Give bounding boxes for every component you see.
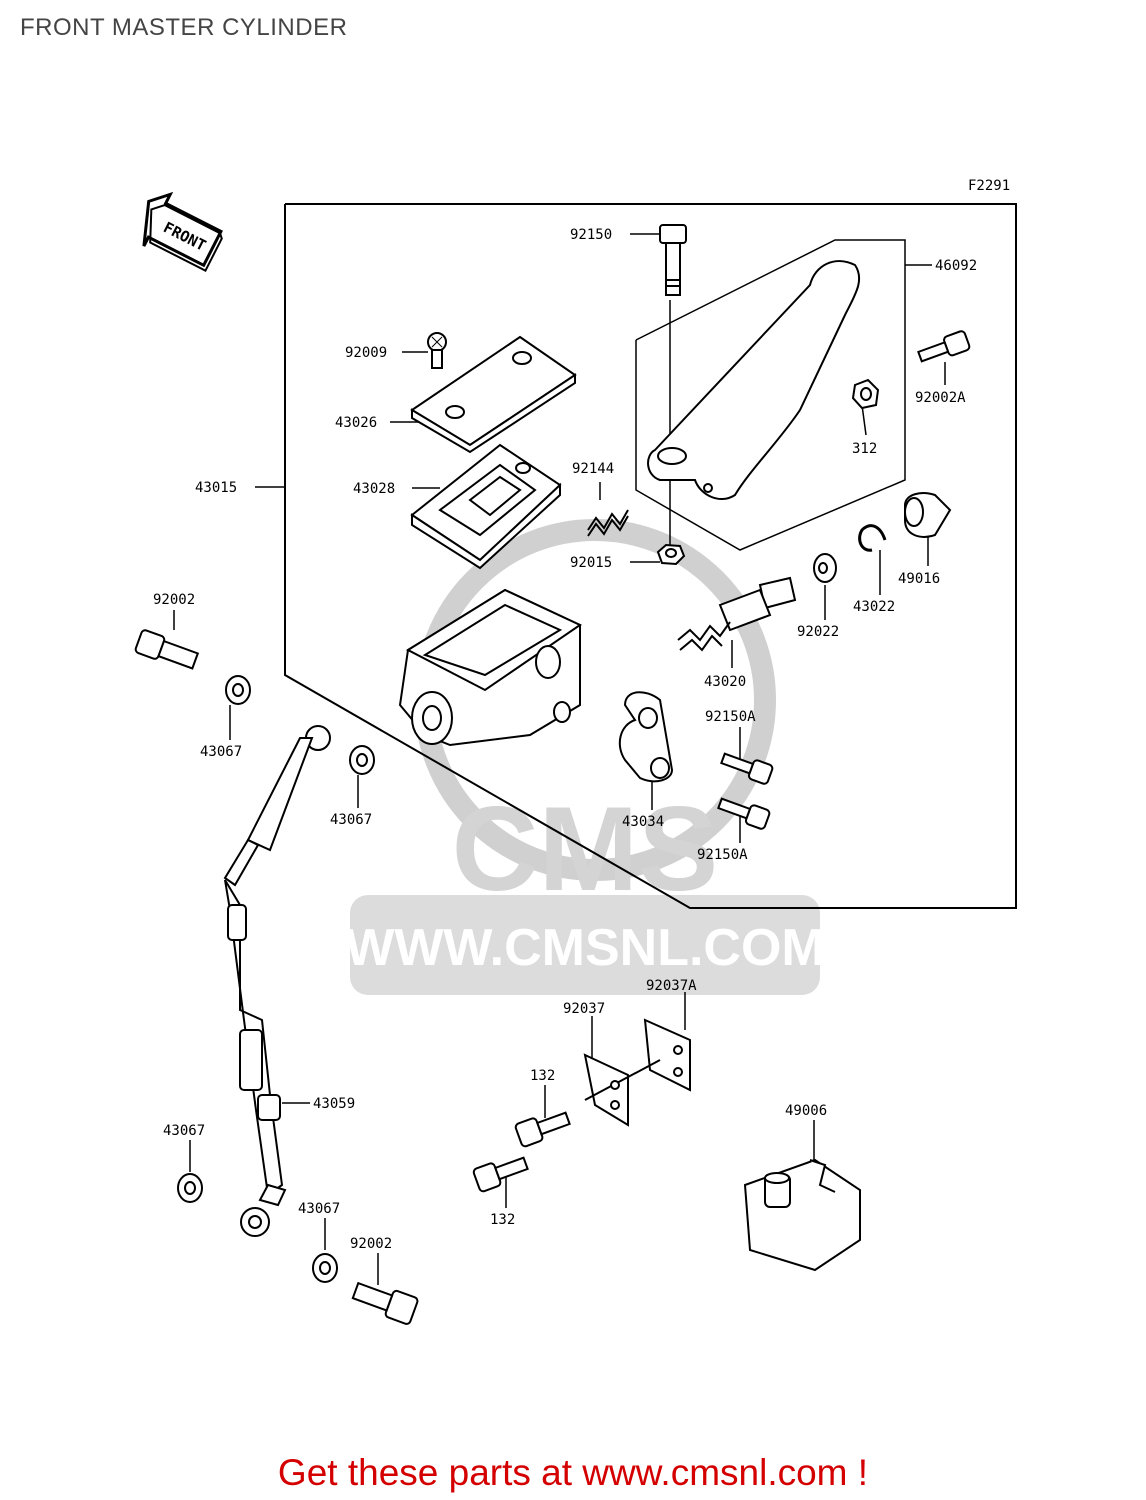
- cable-bracket-icon: [583, 1018, 691, 1127]
- banjo-bolt-upper-icon: [134, 629, 200, 670]
- part-label: 92022: [797, 624, 839, 640]
- lever-bolt-icon: [917, 330, 971, 363]
- part-label: 92150A: [705, 709, 756, 725]
- boot-icon: [904, 492, 952, 538]
- front-arrow-icon: FRONT: [142, 191, 223, 273]
- part-label: 49016: [898, 571, 940, 587]
- part-label: 92150A: [697, 847, 748, 863]
- piston-kit-icon: [677, 576, 797, 652]
- clamp-bolt-lower-icon: [717, 797, 771, 830]
- pivot-nut-icon: [656, 543, 686, 566]
- part-label: 43022: [853, 599, 895, 615]
- pivot-bolt-icon: [659, 224, 687, 296]
- part-label: 132: [530, 1068, 555, 1084]
- brake-lever-icon: [647, 260, 861, 500]
- banjo-bolt-lower-icon: [351, 1281, 419, 1325]
- part-label: 43059: [313, 1096, 355, 1112]
- reservoir-cap-icon: [410, 335, 577, 454]
- part-label: 43067: [298, 1201, 340, 1217]
- part-label: 92037: [563, 1001, 605, 1017]
- part-label: 43028: [353, 481, 395, 497]
- diaphragm-icon: [410, 443, 562, 570]
- part-label: 132: [490, 1212, 515, 1228]
- handlebar-clamp-icon: [618, 691, 674, 783]
- bracket-bolt-lower-icon: [472, 1156, 529, 1193]
- lever-boundary: [635, 239, 906, 551]
- sealing-washer-icon-1: [225, 675, 251, 705]
- part-label: 92002: [153, 592, 195, 608]
- part-label: 43034: [622, 814, 664, 830]
- part-label: 43015: [195, 480, 237, 496]
- part-labels: 92150 46092 92009 92002A 43026 312 43015…: [153, 227, 977, 1252]
- part-label: 43067: [330, 812, 372, 828]
- part-label: 92002: [350, 1236, 392, 1252]
- master-cylinder-body-icon: [398, 588, 583, 747]
- sealing-washer-icon-2: [349, 745, 375, 775]
- spring-icon: [587, 509, 629, 537]
- bracket-bolt-upper-icon: [514, 1111, 571, 1148]
- part-label: 43026: [335, 415, 377, 431]
- lever-nut-icon: [851, 378, 880, 410]
- figure-code: F2291: [968, 178, 1010, 194]
- part-label: 46092: [935, 258, 977, 274]
- part-label: 92002A: [915, 390, 966, 406]
- part-label: 92144: [572, 461, 614, 477]
- part-label: 92015: [570, 555, 612, 571]
- part-label: 92009: [345, 345, 387, 361]
- part-label: 92150: [570, 227, 612, 243]
- part-label: 43020: [704, 674, 746, 690]
- part-label: 43067: [163, 1123, 205, 1139]
- part-label: 43067: [200, 744, 242, 760]
- brake-hose-icon: [223, 725, 331, 1237]
- washer-icon: [813, 553, 837, 583]
- page-title: FRONT MASTER CYLINDER: [20, 14, 348, 41]
- part-label: 49006: [785, 1103, 827, 1119]
- brake-light-switch-icon: [743, 1158, 861, 1272]
- cap-screw-icon: [427, 332, 447, 369]
- watermark-logo-text: CMS: [452, 782, 719, 916]
- assembly-boundary: [284, 203, 1017, 909]
- watermark-url-text: WWW.CMSNL.COM: [345, 919, 824, 977]
- leader-lines: [173, 233, 946, 1285]
- circlip-icon: [858, 524, 887, 552]
- parts-diagram: CMS WWW.CMSNL.COM F2291 FRONT: [134, 178, 1017, 1325]
- part-label: 312: [852, 441, 877, 457]
- footer-link[interactable]: Get these parts at www.cmsnl.com !: [277, 1452, 869, 1493]
- part-label: 92037A: [646, 978, 697, 994]
- sealing-washer-icon-4: [312, 1253, 338, 1283]
- part-shapes: [134, 224, 971, 1325]
- clamp-bolt-upper-icon: [720, 752, 774, 785]
- sealing-washer-icon-3: [177, 1173, 203, 1203]
